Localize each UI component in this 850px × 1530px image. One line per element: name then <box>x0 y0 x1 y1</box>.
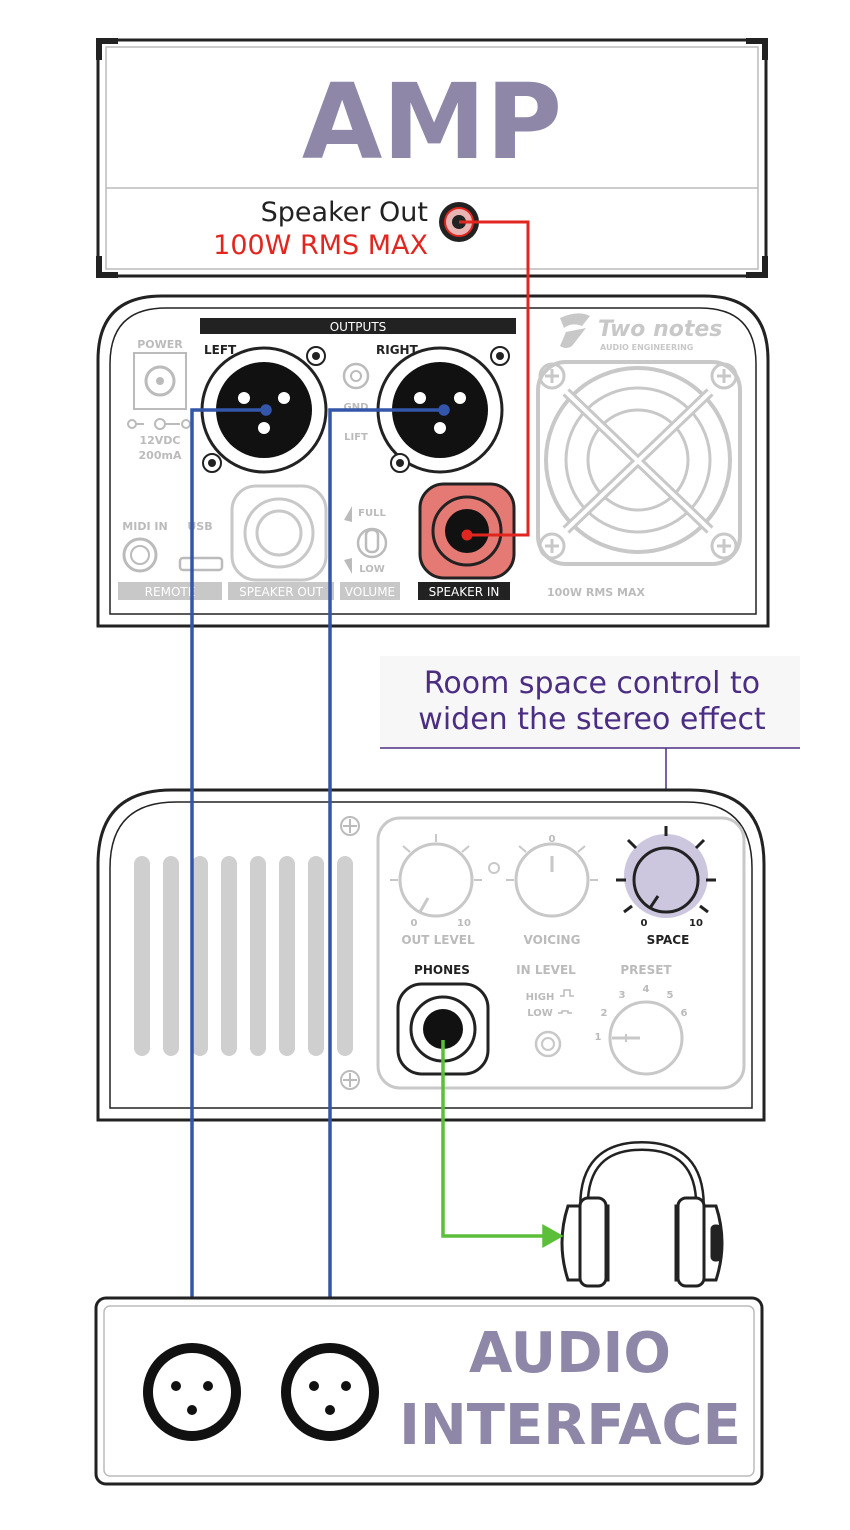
space-label: SPACE <box>647 933 690 947</box>
power-label: POWER <box>137 338 183 351</box>
left-output-label: LEFT <box>204 343 237 357</box>
headphones-icon <box>560 1140 724 1288</box>
phones-jack-icon[interactable] <box>396 982 490 1076</box>
audio-interface: AUDIO INTERFACE <box>94 1296 764 1486</box>
corner-cap-icon <box>746 38 768 60</box>
volume-label-bar <box>340 582 400 600</box>
space-knob-icon[interactable] <box>616 826 716 918</box>
preset-pos-3: 3 <box>619 990 626 1001</box>
callout-line1: Room space control to <box>424 666 760 701</box>
room-space-callout: Room space control to widen the stereo e… <box>380 656 800 876</box>
in-level-high: HIGH <box>526 992 555 1003</box>
rear-power-rating: 100W RMS MAX <box>547 586 646 599</box>
low-pulse-icon <box>558 1010 572 1014</box>
preset-selector-icon[interactable] <box>608 1000 684 1076</box>
red-speaker-cable <box>459 220 530 541</box>
out-level-label: OUT LEVEL <box>401 933 475 947</box>
power-jack-housing <box>133 352 187 410</box>
gnd-label: GND <box>344 402 369 413</box>
speaker-in-label: SPEAKER IN <box>429 585 500 599</box>
preset-pos-1: 1 <box>595 1032 602 1043</box>
amp-power-rating: 100W RMS MAX <box>213 230 428 261</box>
remote-label: REMOTE <box>145 585 196 599</box>
interface-title-line2: INTERFACE <box>399 1393 741 1458</box>
brand-name: Two notes <box>598 317 722 342</box>
speaker-in-label-bar <box>418 582 510 600</box>
in-level-label: IN LEVEL <box>516 963 576 977</box>
control-plate <box>376 816 746 1090</box>
in-level-low: LOW <box>527 1008 553 1019</box>
preset-pos-4: 4 <box>643 984 650 995</box>
lift-label: LIFT <box>344 432 368 443</box>
status-led-icon <box>488 862 500 874</box>
two-notes-logo: Two notes AUDIO ENGINEERING <box>560 313 722 352</box>
brand-sub: AUDIO ENGINEERING <box>600 343 693 352</box>
xlr-input-2-icon[interactable] <box>281 1343 379 1441</box>
speaker-out-label-bar <box>228 582 334 600</box>
out-level-min: 0 <box>411 918 418 929</box>
space-max: 10 <box>689 918 703 929</box>
corner-cap-icon <box>96 38 118 60</box>
power-spec-voltage: 12VDC <box>139 434 180 447</box>
amp-head: AMP Speaker Out 100W RMS MAX <box>96 38 768 278</box>
in-level-switch-icon[interactable] <box>534 1030 562 1058</box>
preset-pos-5: 5 <box>667 990 674 1001</box>
interface-title-line1: AUDIO <box>469 1321 671 1386</box>
rear-panel: OUTPUTS LEFT RIGHT POWER 12VDC 200mA <box>96 294 770 628</box>
outputs-header: OUTPUTS <box>330 320 387 334</box>
ground-lift-switch-icon[interactable] <box>342 362 370 390</box>
high-pulse-icon <box>560 989 574 997</box>
voicing-center-mark: 0 <box>549 834 556 845</box>
front-panel: 0 10 OUT LEVEL 0 VOICING <box>96 788 766 1122</box>
voicing-label: VOICING <box>524 933 581 947</box>
speaker-out-jack-rear-icon[interactable] <box>230 484 328 582</box>
full-label: FULL <box>358 508 386 519</box>
screw-icon <box>340 816 360 1090</box>
vent-grille <box>134 856 353 1056</box>
outputs-header-bar <box>200 318 516 334</box>
volume-label: VOLUME <box>345 585 395 599</box>
callout-box <box>380 656 800 748</box>
callout-line2: widen the stereo effect <box>418 702 766 737</box>
remote-label-bar <box>118 582 222 600</box>
corner-cap-icon <box>96 256 118 278</box>
power-jack-icon[interactable] <box>144 365 176 397</box>
right-output-label: RIGHT <box>376 343 419 357</box>
usb-port-icon[interactable] <box>178 556 224 572</box>
preset-pos-2: 2 <box>601 1008 608 1019</box>
midi-in-label: MIDI IN <box>122 520 167 533</box>
volume-switch-icon[interactable] <box>356 527 388 559</box>
speaker-out-rear-label: SPEAKER OUT <box>239 585 323 599</box>
speaker-out-label: Speaker Out <box>261 197 428 228</box>
preset-pos-6: 6 <box>681 1008 688 1019</box>
out-level-knob-icon[interactable] <box>390 834 482 918</box>
amp-title: AMP <box>302 61 562 183</box>
power-spec-current: 200mA <box>139 449 182 462</box>
space-min: 0 <box>641 918 648 929</box>
corner-cap-icon <box>746 256 768 278</box>
voicing-knob-icon[interactable] <box>506 842 598 918</box>
green-headphone-cable <box>441 1040 564 1248</box>
cooling-fan-icon <box>536 360 742 566</box>
xlr-input-1-icon[interactable] <box>143 1343 241 1441</box>
polarity-icon <box>127 418 191 430</box>
out-level-max: 10 <box>457 918 471 929</box>
preset-label: PRESET <box>620 963 672 977</box>
phones-label: PHONES <box>414 963 470 977</box>
low-label: LOW <box>359 564 385 575</box>
volume-range-icon <box>344 506 352 574</box>
midi-in-jack-icon[interactable] <box>122 537 158 573</box>
